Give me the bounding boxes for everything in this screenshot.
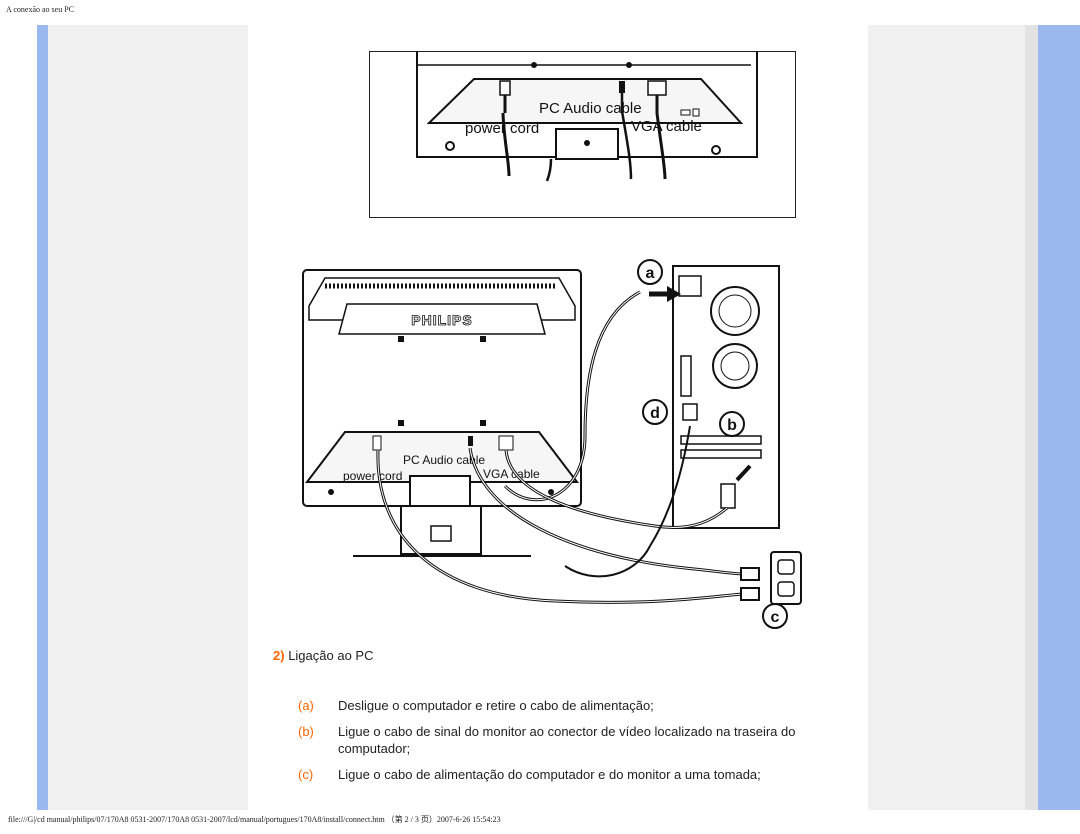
right-gray-strip: [1025, 25, 1038, 810]
step-letter: (b): [298, 724, 314, 739]
section-heading: 2) Ligação ao PC: [273, 648, 373, 663]
step-letter: (c): [298, 767, 314, 782]
left-gray-panel: [48, 25, 248, 810]
step-text: Ligue o cabo de alimentação do computado…: [338, 767, 761, 782]
left-blue-bar: [37, 25, 48, 810]
marker-c: c: [771, 609, 780, 626]
label-pc-audio-cable-2: PC Audio cable: [403, 453, 485, 467]
marker-d: d: [650, 405, 660, 422]
page-header-title: A conexão ao seu PC: [6, 5, 74, 14]
section-title: Ligação ao PC: [288, 648, 374, 663]
right-gray-panel: [868, 25, 1025, 810]
philips-logo: PHILIPS: [411, 312, 472, 328]
label-power-cord: power cord: [465, 120, 539, 137]
marker-a: a: [646, 265, 655, 282]
label-vga-cable: VGA cable: [631, 118, 702, 135]
step-letter: (a): [298, 698, 314, 713]
right-blue-bar: [1038, 25, 1080, 810]
step-text: Desligue o computador e retire o cabo de…: [338, 698, 654, 713]
label-power-cord-2: power cord: [343, 469, 402, 483]
section-number: 2): [273, 648, 285, 663]
label-pc-audio-cable: PC Audio cable: [539, 100, 642, 117]
figure-monitor-back-closeup: PC Audio cable power cord VGA cable: [369, 51, 796, 218]
label-vga-cable-2: VGA cable: [483, 467, 540, 481]
page-footer-path: file:///G|/cd manual/philips/07/170A8 05…: [8, 815, 501, 824]
marker-b: b: [727, 417, 737, 434]
step-text: Ligue o cabo de sinal do monitor ao cone…: [338, 724, 796, 756]
figure-pc-connection-diagram: PHILIPS PC Audio cable power cord VGA ca…: [302, 259, 802, 629]
